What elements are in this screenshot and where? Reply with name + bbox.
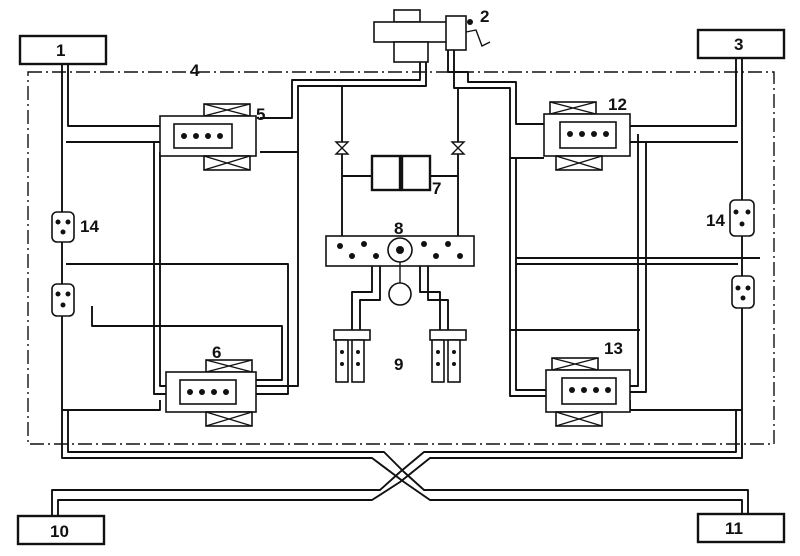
regulator-14-left xyxy=(51,211,75,317)
label-8: 8 xyxy=(394,219,403,238)
valve-left xyxy=(334,141,350,155)
box-10 xyxy=(16,514,106,546)
label-11: 11 xyxy=(725,519,743,538)
wheel-cylinder-12 xyxy=(543,101,631,171)
label-1: 1 xyxy=(56,41,65,60)
label-10: 10 xyxy=(50,522,69,541)
label-13: 13 xyxy=(604,339,623,358)
block-7-left xyxy=(370,154,402,192)
label-4: 4 xyxy=(190,61,200,80)
box-1 xyxy=(18,34,108,66)
label-3: 3 xyxy=(734,35,743,54)
wheel-cylinder-13 xyxy=(545,357,631,427)
label-6: 6 xyxy=(212,343,221,362)
label-2: 2 xyxy=(480,7,489,26)
frame-outline xyxy=(27,71,775,445)
wheel-cylinder-5 xyxy=(159,103,257,171)
distributor-8 xyxy=(325,235,475,306)
label-12: 12 xyxy=(608,95,627,114)
box-3 xyxy=(696,28,786,60)
wheel-cylinder-6 xyxy=(165,359,257,427)
label-7: 7 xyxy=(432,179,441,198)
master-cylinder xyxy=(373,9,491,63)
actuators-9 xyxy=(333,329,467,383)
label-14-left: 14 xyxy=(80,217,99,236)
label-5: 5 xyxy=(256,105,265,124)
label-14-right: 14 xyxy=(706,211,725,230)
block-7-right xyxy=(400,154,432,192)
box-11 xyxy=(696,512,786,544)
regulator-14-right xyxy=(729,199,755,309)
valve-right xyxy=(450,141,466,155)
label-9: 9 xyxy=(394,355,403,374)
